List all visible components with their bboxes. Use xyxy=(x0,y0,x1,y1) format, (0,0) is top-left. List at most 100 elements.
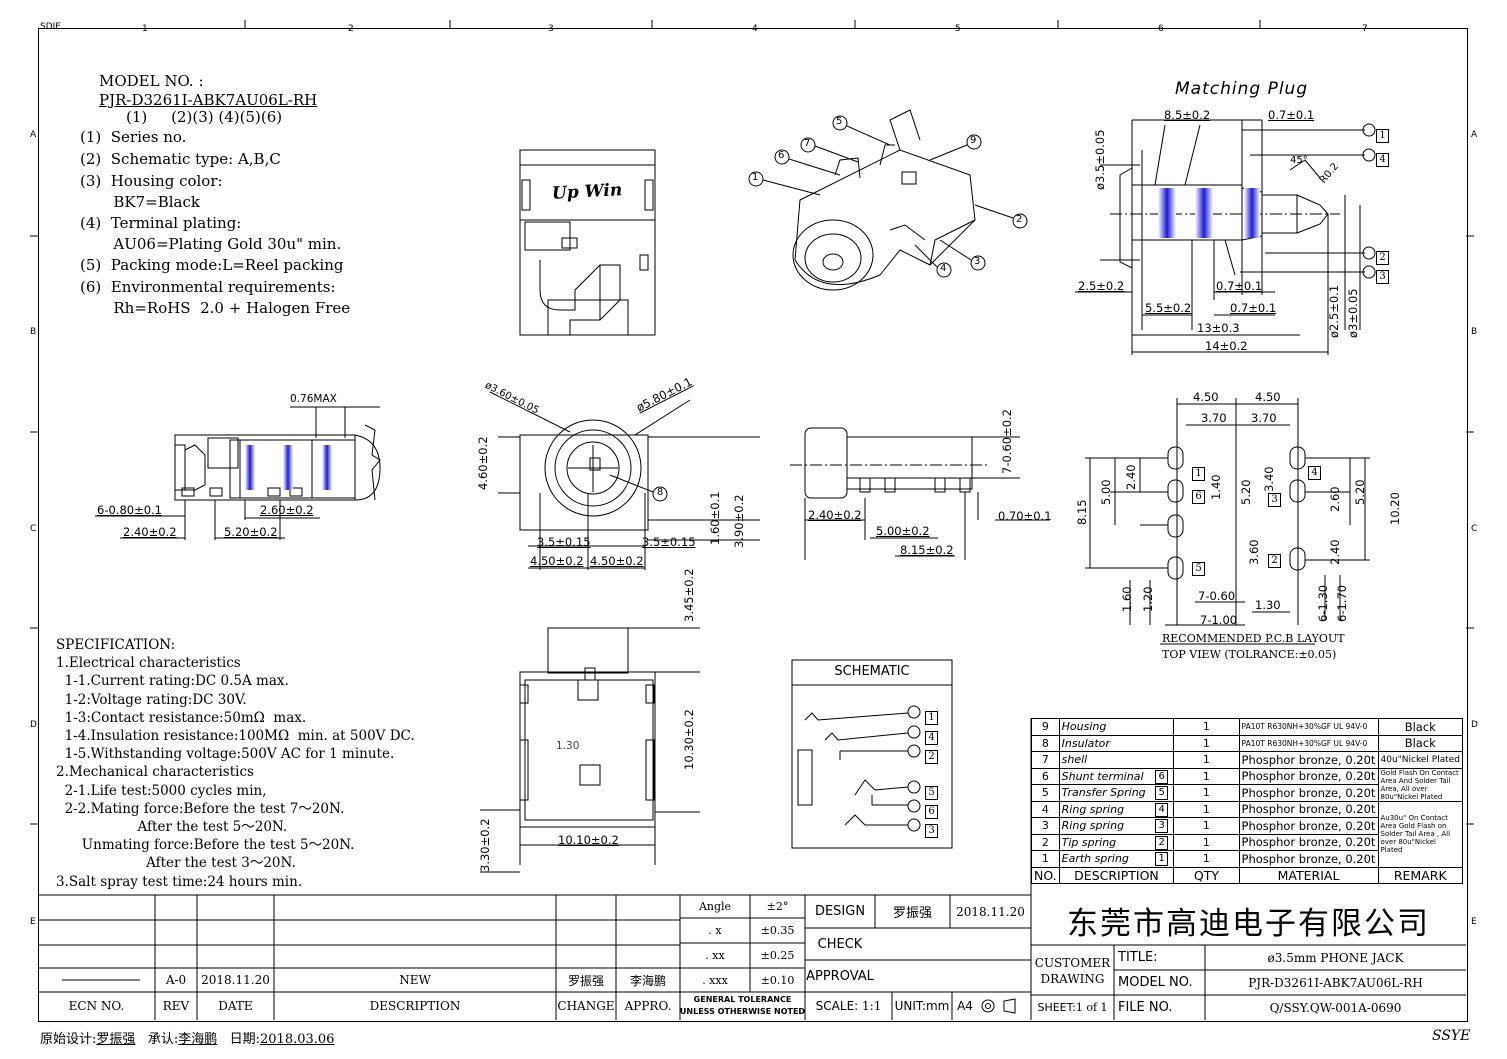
top-left-code: SDIE xyxy=(40,22,61,32)
bom-ref xyxy=(1153,751,1175,769)
spec-line: 1.Electrical characteristics xyxy=(56,655,241,672)
tolerance-value: ±0.35 xyxy=(760,924,795,937)
model-code: PJR-D3261I-ABK7AU06L-RH xyxy=(99,91,318,109)
callout-9: 9 xyxy=(970,135,977,146)
file-label: FILE NO. xyxy=(1118,1000,1173,1015)
drawing-frame xyxy=(38,28,1468,1022)
rev-header: REV xyxy=(162,999,190,1013)
zone-row: E xyxy=(30,917,36,927)
top-view xyxy=(519,149,656,336)
bom-qty: 1 xyxy=(1173,800,1240,818)
bom-qty: 1 xyxy=(1173,817,1240,835)
designer-label: 原始设计: xyxy=(40,1032,97,1047)
callout-6: 6 xyxy=(778,150,785,161)
designer-name: 罗振强 xyxy=(96,1032,136,1047)
rev-value: A-0 xyxy=(165,973,187,987)
scale: SCALE: 1:1 xyxy=(815,999,882,1013)
plug-terminal: 4 xyxy=(1376,147,1389,167)
dim-front: 4.50±0.2 xyxy=(590,554,644,568)
model-label: MODEL NO. xyxy=(1118,975,1193,990)
bom-ref: 6 xyxy=(1153,767,1175,785)
customer-drawing: DRAWING xyxy=(1040,972,1105,986)
side-view xyxy=(95,406,381,540)
bom-ref: 4 xyxy=(1153,800,1175,818)
dim-plug: ø3.5±0.05 xyxy=(1093,129,1107,190)
callout-2: 2 xyxy=(1016,214,1023,225)
pcb-caption: RECOMMENDED P.C.B LAYOUT xyxy=(1162,632,1345,645)
bom-ref: 3 xyxy=(1153,817,1175,835)
dim-pcb: 1.60 xyxy=(1120,586,1134,612)
bom-qty: 1 xyxy=(1173,751,1240,769)
footer-date: 2018.03.06 xyxy=(260,1032,335,1047)
dim-pcb: 7-0.60 xyxy=(1198,589,1236,603)
model-item: (1) Series no. xyxy=(80,128,187,146)
spec-line: 1-3:Contact resistance:50mΩ max. xyxy=(56,709,307,726)
title-value: ø3.5mm PHONE JACK xyxy=(1267,950,1404,965)
description-header: DESCRIPTION xyxy=(369,999,461,1013)
zone-col: 3 xyxy=(548,24,554,34)
bom-remark: Gold Flash On Contact Area And Solder Ta… xyxy=(1377,767,1463,802)
dim-side: 6-0.80±0.1 xyxy=(97,503,162,517)
tolerance-caption: GENERAL TOLERANCE xyxy=(693,995,792,1004)
bom-ref xyxy=(1153,718,1175,736)
design-name: 罗振强 xyxy=(892,906,932,921)
pcb-pin-label: 1 xyxy=(1192,461,1205,481)
dim-pcb: 4.50 xyxy=(1255,390,1281,404)
dim-plug: 0.7±0.1 xyxy=(1230,301,1277,315)
design-label: DESIGN xyxy=(814,904,866,919)
dim-side: 2.60±0.2 xyxy=(260,503,314,517)
model-item: (2) Schematic type: A,B,C xyxy=(80,150,281,168)
dim-pcb: 2.60 xyxy=(1328,486,1342,512)
change-header: CHANGE xyxy=(557,999,615,1013)
bom-material: Phosphor bronze, 0.20t xyxy=(1238,817,1379,835)
rev-appro: 李海鹏 xyxy=(629,973,666,988)
spec-line: 2-2.Mating force:Before the test 7～20N. xyxy=(56,800,345,817)
bom-no: 1 xyxy=(1031,850,1060,868)
dim-front: 4.50±0.2 xyxy=(530,554,584,568)
dim-bottom: 10.10±0.2 xyxy=(558,833,619,847)
bom-material: Phosphor bronze, 0.20t xyxy=(1238,784,1379,802)
dim-plug: 13±0.3 xyxy=(1197,321,1240,335)
schematic-title: SCHEMATIC xyxy=(834,664,910,679)
dim-pcb: 3.70 xyxy=(1201,411,1227,425)
bom-no: 3 xyxy=(1031,817,1060,835)
company-name: 东莞市高迪电子有限公司 xyxy=(1067,905,1430,942)
bom-material: Phosphor bronze, 0.20t xyxy=(1238,800,1379,818)
spec-line: 3.Salt spray test time:24 hours min. xyxy=(56,873,303,890)
schematic-terminal: 4 xyxy=(925,725,938,745)
pcb-pin-label: 5 xyxy=(1192,556,1205,576)
zone-col: 2 xyxy=(348,24,354,34)
rev-description: NEW xyxy=(399,973,431,987)
dim-plug: 14±0.2 xyxy=(1205,339,1248,353)
schematic-terminal: 5 xyxy=(925,780,938,800)
zone-row: C xyxy=(30,524,37,534)
dim-right: 0.70±0.1 xyxy=(998,509,1052,523)
spec-line: After the test 3～20N. xyxy=(56,855,296,872)
model-item: (3) Housing color: xyxy=(80,172,223,190)
dim-plug: 0.7±0.1 xyxy=(1268,108,1315,122)
bom-ref: 1 xyxy=(1153,850,1175,868)
zone-col: 4 xyxy=(752,24,758,34)
dim-plug: 2.5±0.2 xyxy=(1078,279,1125,293)
title-label: TITLE: xyxy=(1118,950,1158,965)
callout-1: 1 xyxy=(752,172,759,183)
dim-bottom: 3.30±0.2 xyxy=(478,818,492,872)
bom-qty: 1 xyxy=(1173,718,1240,736)
dim-plug: 5.5±0.2 xyxy=(1145,301,1192,315)
file-value: Q/SSY.QW-001A-0690 xyxy=(1269,1000,1402,1015)
dim-right: 2.40±0.2 xyxy=(808,508,862,522)
dim-front: 3.5±0.15 xyxy=(642,535,696,549)
dim-front: 3.90±0.2 xyxy=(732,494,746,548)
bom-qty: 1 xyxy=(1173,833,1240,851)
zone-row: C xyxy=(1471,524,1478,534)
zone-row: A xyxy=(1471,130,1478,140)
sheet: SHEET:1 of 1 xyxy=(1037,1001,1108,1014)
plug-terminal: 3 xyxy=(1376,264,1389,284)
tolerance-value: ±0.25 xyxy=(760,949,795,962)
front-view xyxy=(489,391,760,570)
